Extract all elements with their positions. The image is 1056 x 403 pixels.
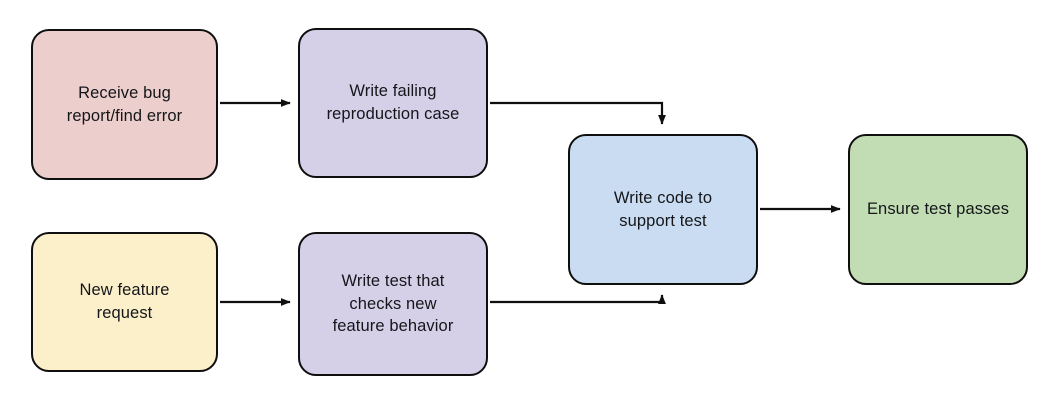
node-write-test-checks-new-feature[interactable]: Write test that checks new feature behav…: [298, 232, 488, 376]
node-label: Write test that checks new feature behav…: [332, 271, 454, 336]
node-label: Ensure test passes: [866, 200, 1010, 219]
node-write-failing-reproduction-case[interactable]: Write failing reproduction case: [298, 28, 488, 178]
node-ensure-test-passes[interactable]: Ensure test passes: [848, 134, 1028, 285]
node-new-feature-request[interactable]: New feature request: [31, 232, 218, 372]
node-write-code-to-support-test[interactable]: Write code to support test: [568, 134, 758, 285]
node-receive-bug-report[interactable]: Receive bug report/find error: [31, 29, 218, 180]
node-label: New feature request: [79, 281, 170, 322]
node-label: Write failing reproduction case: [326, 82, 460, 123]
edge-write-test-to-write-code: [490, 294, 666, 305]
node-label: Write code to support test: [613, 188, 713, 230]
edge-write-failing-to-write-code: [490, 101, 666, 125]
node-label: Receive bug report/find error: [66, 83, 183, 125]
